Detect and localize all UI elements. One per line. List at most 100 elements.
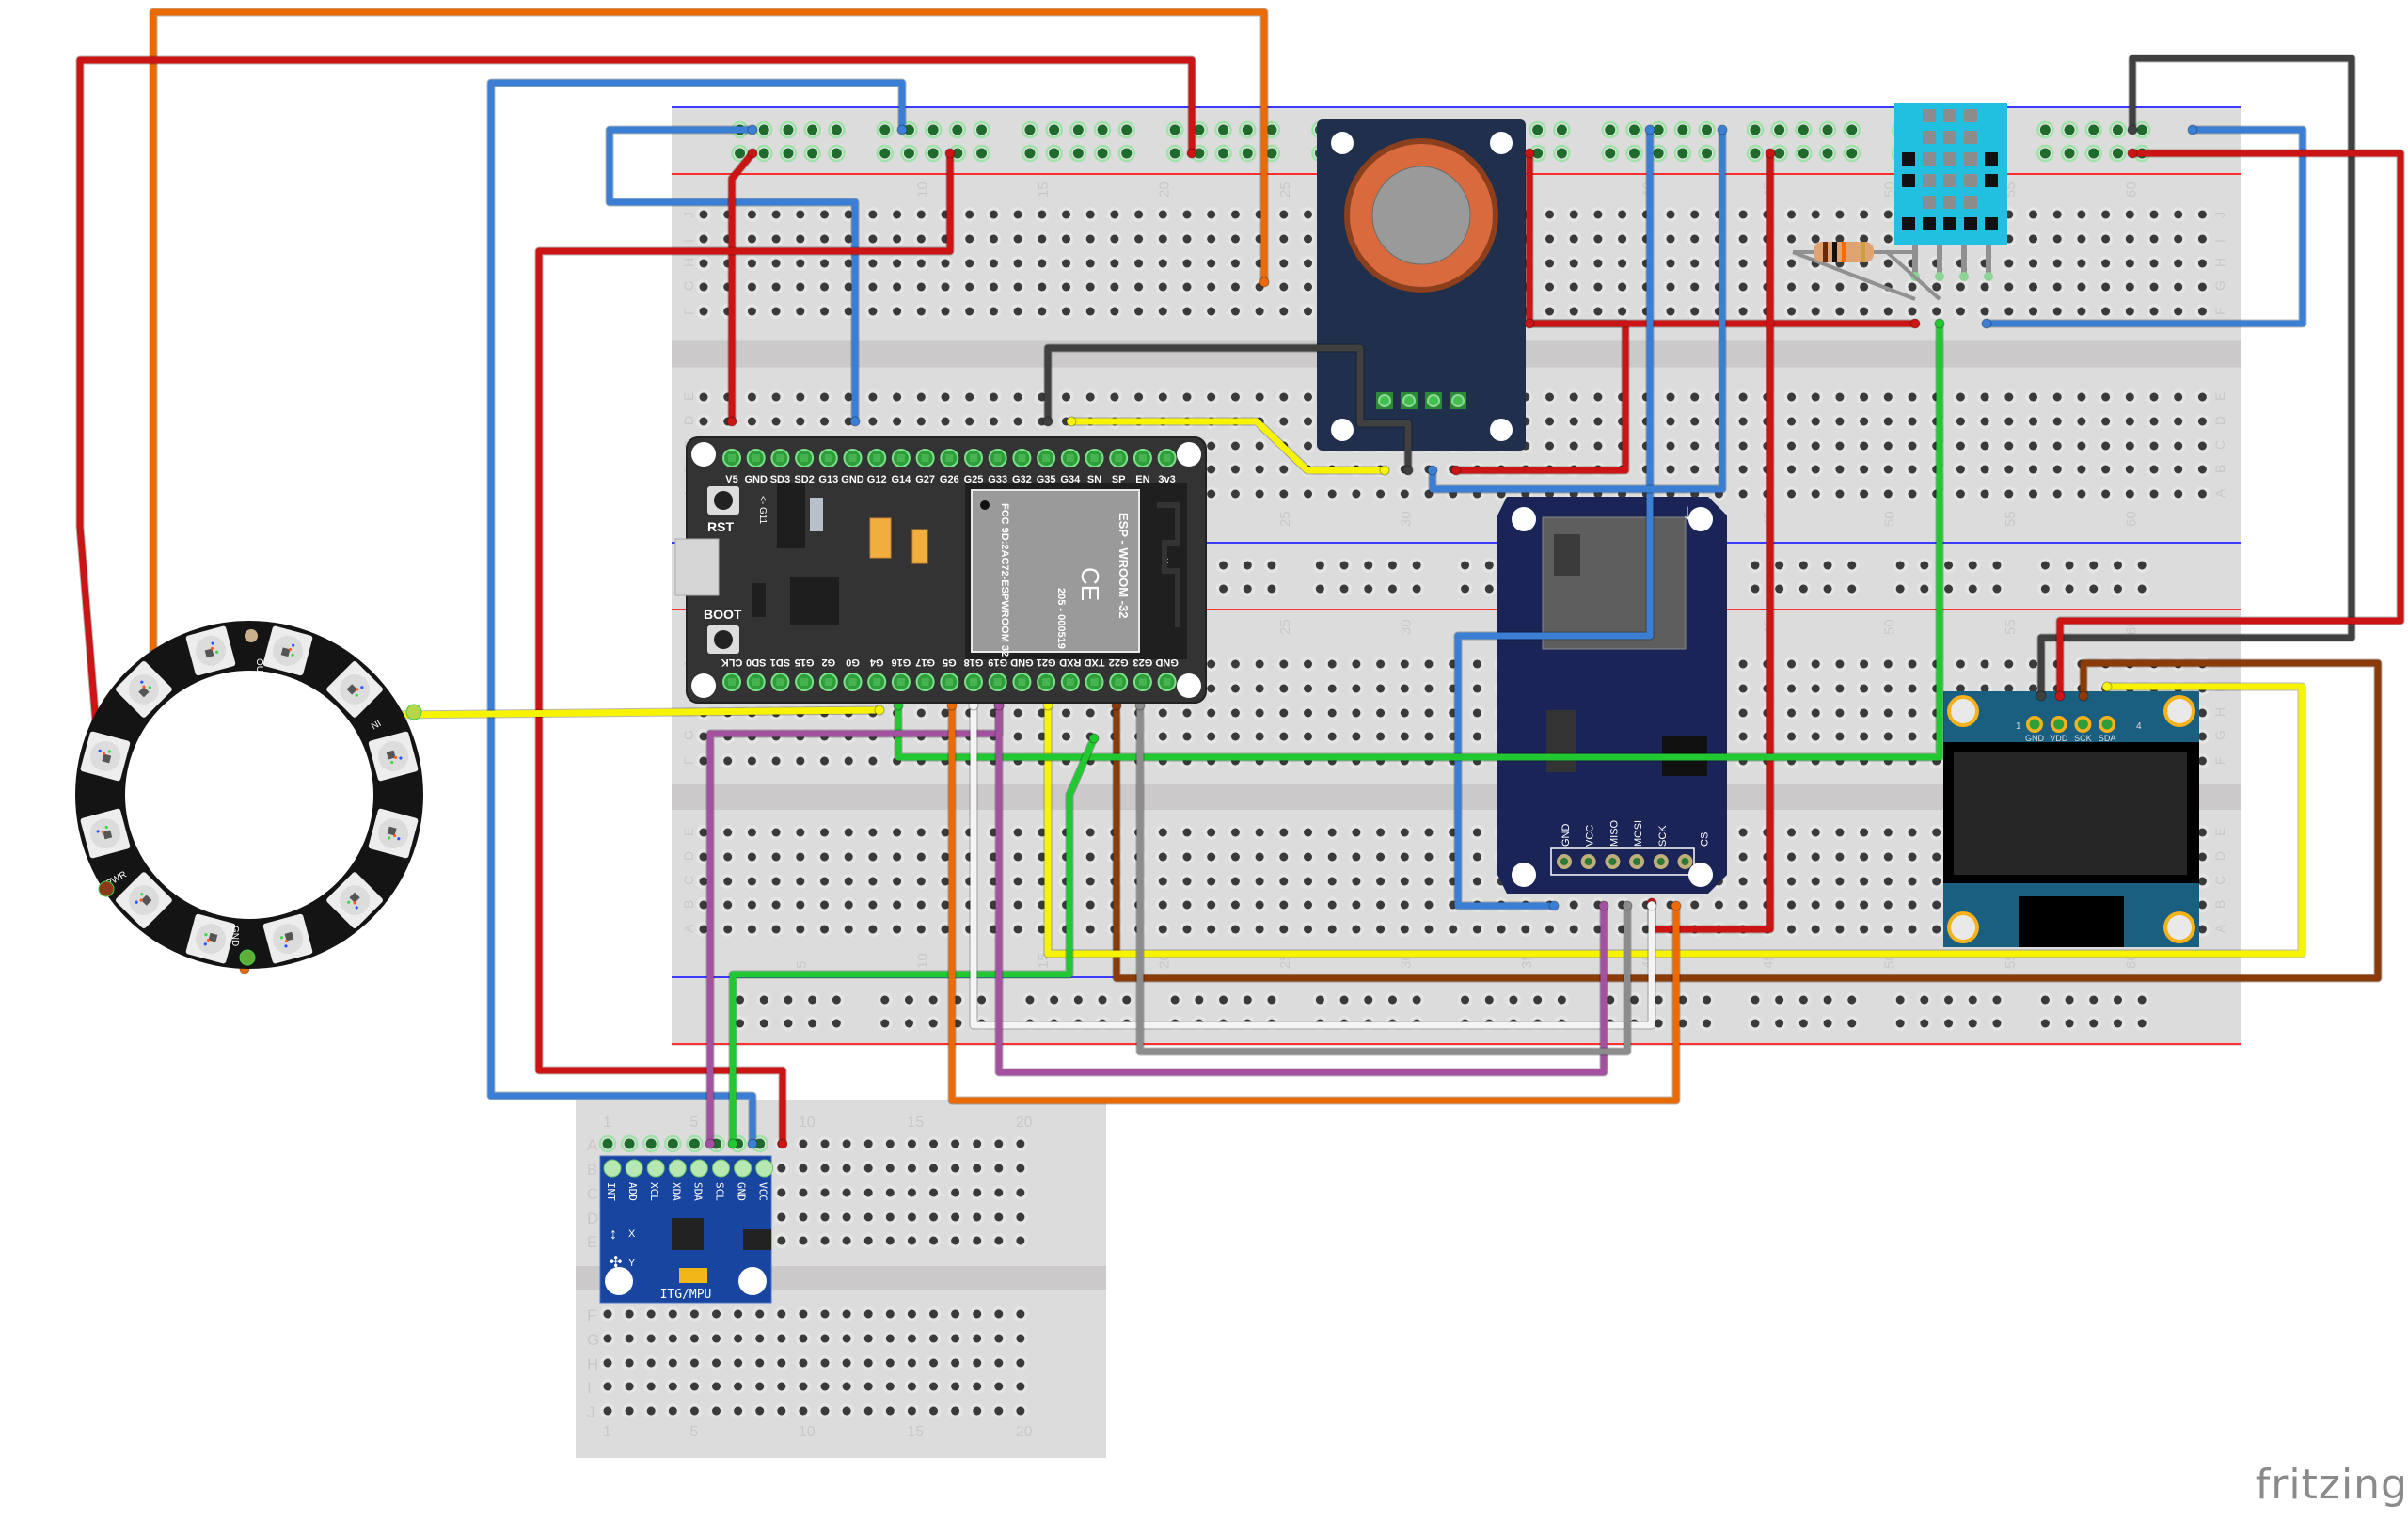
hole[interactable] [1835,441,1845,451]
hole[interactable] [880,1019,890,1028]
hole[interactable] [907,1358,916,1368]
hole[interactable] [973,1406,982,1416]
hole[interactable] [2113,561,2122,570]
hole[interactable] [844,307,853,316]
rst-button-knob[interactable] [714,491,733,510]
hole[interactable] [2088,148,2099,159]
hole[interactable] [771,877,781,886]
hole[interactable] [1787,684,1796,693]
hole[interactable] [2197,210,2207,219]
hole[interactable] [1835,392,1845,402]
hole[interactable] [1230,392,1240,402]
hole[interactable] [2197,900,2207,910]
hole[interactable] [1013,732,1022,741]
hole[interactable] [1230,210,1240,219]
hole[interactable] [747,925,756,934]
hole[interactable] [832,995,841,1005]
hole[interactable] [1823,561,1832,570]
hole[interactable] [2004,465,2014,474]
hole[interactable] [1980,465,1989,474]
hole[interactable] [1484,584,1494,594]
hole[interactable] [820,1212,830,1222]
hole[interactable] [1908,684,1917,693]
hole[interactable] [1279,282,1289,292]
hole[interactable] [1016,1212,1025,1222]
hole[interactable] [1207,708,1216,718]
hole[interactable] [1678,1019,1687,1028]
wire-gas-signal-end[interactable] [1066,416,1077,427]
hole[interactable] [1883,925,1893,934]
hole[interactable] [2149,392,2159,402]
mpu-pin-add[interactable] [625,1159,643,1178]
hole[interactable] [1908,877,1917,886]
hole[interactable] [799,1164,808,1173]
hole[interactable] [1016,1382,1025,1391]
hole[interactable] [842,1334,851,1343]
hole[interactable] [1593,392,1603,402]
hole[interactable] [1787,259,1796,268]
hole[interactable] [916,392,926,402]
hole[interactable] [2125,489,2134,499]
hole[interactable] [1968,584,1977,594]
hole[interactable] [1811,489,1820,499]
hole[interactable] [1230,465,1240,474]
wire-esp-gnd-rail[interactable] [606,126,859,425]
hole[interactable] [1242,148,1253,159]
wire-sd-miso[interactable] [995,702,1608,1076]
hole[interactable] [1738,282,1748,292]
hole[interactable] [771,392,781,402]
hole[interactable] [1085,234,1095,244]
hole[interactable] [907,1164,916,1173]
hole[interactable] [1920,995,1929,1005]
hole[interactable] [1364,561,1373,570]
hole[interactable] [1750,148,1761,159]
wire-ring-pwr-end[interactable] [1186,148,1197,159]
hole[interactable] [1072,148,1084,159]
hole[interactable] [1472,852,1481,862]
mpu-pin-sda[interactable] [689,1159,708,1178]
hole[interactable] [1980,659,1989,669]
hole[interactable] [2149,210,2159,219]
hole[interactable] [1472,877,1481,886]
hole[interactable] [989,210,998,219]
hole[interactable] [2197,708,2207,718]
hole[interactable] [1811,732,1820,741]
hole[interactable] [1038,210,1047,219]
hole[interactable] [777,1334,786,1343]
hole[interactable] [1424,732,1434,741]
hole[interactable] [2149,489,2159,499]
hole[interactable] [1279,828,1289,837]
hole[interactable] [941,307,950,316]
hole[interactable] [784,995,793,1005]
hole[interactable] [1352,900,1361,910]
hole[interactable] [1279,708,1289,718]
wire-oled-vcc-end[interactable] [2127,148,2138,159]
hole[interactable] [2101,417,2111,426]
hole[interactable] [1400,489,1409,499]
hole[interactable] [1304,708,1312,718]
hole[interactable] [863,1139,873,1148]
hole[interactable] [1835,708,1845,718]
hole[interactable] [1134,234,1144,244]
hole[interactable] [1304,900,1312,910]
hole[interactable] [2101,465,2111,474]
hole[interactable] [699,417,708,426]
hole[interactable] [1049,124,1060,135]
hole[interactable] [747,259,756,268]
hole[interactable] [712,1358,721,1368]
hole[interactable] [1883,708,1893,718]
hole[interactable] [879,148,891,159]
hole[interactable] [1207,307,1216,316]
hole[interactable] [1932,307,1941,316]
hole[interactable] [1013,210,1022,219]
hole[interactable] [2125,282,2134,292]
hole[interactable] [1304,732,1312,741]
hole[interactable] [1050,995,1059,1005]
hole[interactable] [1775,1019,1784,1028]
hole[interactable] [2197,307,2207,316]
hole[interactable] [1158,234,1167,244]
hole[interactable] [1968,1019,1977,1028]
hole[interactable] [2077,307,2086,316]
hole[interactable] [893,417,902,426]
hole[interactable] [1182,282,1192,292]
